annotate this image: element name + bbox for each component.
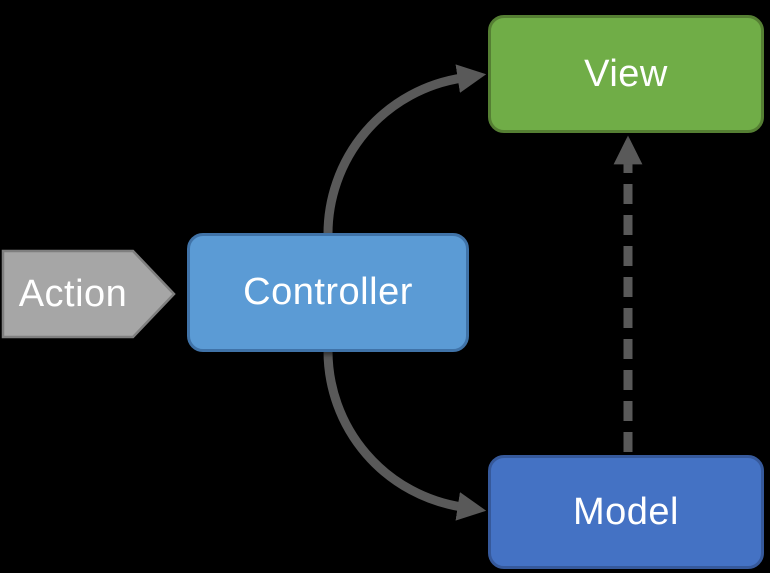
- edge-controller-to-model-arrow: [323, 350, 487, 521]
- node-view: View: [488, 15, 764, 133]
- action-chevron-shape: [1, 249, 176, 339]
- node-controller: Controller: [187, 233, 469, 352]
- model-label-text: Model: [573, 490, 679, 533]
- edge-controller-to-view-arrow: [323, 64, 487, 237]
- node-model: Model: [488, 455, 764, 569]
- action-label-text: Action: [18, 272, 128, 315]
- action-node-label: Action: [3, 251, 143, 337]
- controller-label-text: Controller: [243, 271, 413, 313]
- view-label-text: View: [584, 52, 668, 95]
